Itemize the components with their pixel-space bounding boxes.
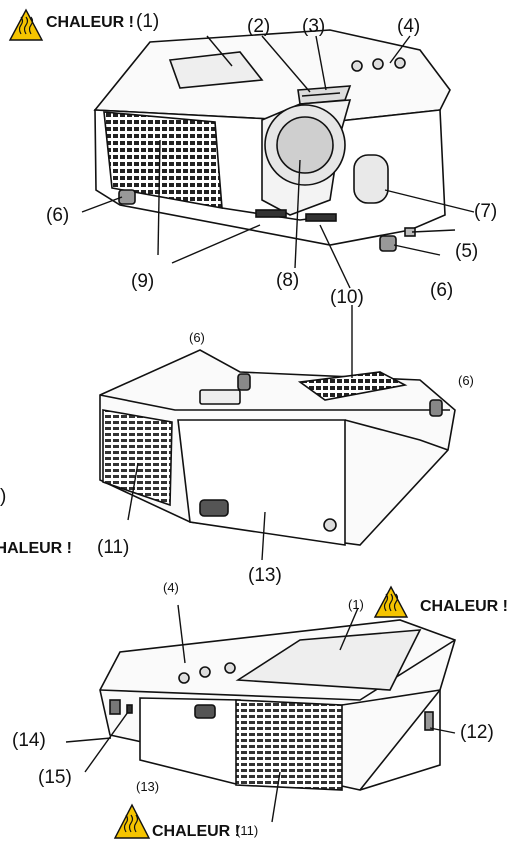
callout-1: (1) (136, 11, 160, 32)
warning-triangle-icon (113, 803, 151, 839)
callout-3: (3) (302, 16, 326, 37)
heat-warning-label: CHALEUR ! (0, 540, 72, 557)
projector-rear-view (99, 619, 456, 791)
heat-warning-label: CHALEUR ! (46, 14, 134, 31)
cut-off-fragment: ) (0, 486, 7, 507)
callout-12: (12) (460, 722, 494, 743)
callout-6: (6) (430, 280, 454, 301)
projector-bottom-view (99, 349, 456, 546)
callout-4: (4) (397, 16, 421, 37)
front-view-leader-lines (81, 35, 475, 289)
callout-2: (2) (247, 16, 271, 37)
callout-7: (7) (474, 201, 498, 222)
warning-triangle-icon (8, 8, 44, 41)
heat-warning-label: CHALEUR ! (152, 823, 240, 840)
callout-11: (11) (236, 823, 259, 838)
warning-triangle-icon (373, 585, 409, 618)
callout-4: (4) (163, 580, 179, 595)
callout-9: (9) (131, 271, 155, 292)
callout-6: (6) (458, 373, 474, 388)
callout-11: (11) (97, 537, 130, 558)
callout-15: (15) (38, 767, 72, 788)
callout-14: (14) (12, 730, 46, 751)
callout-8: (8) (276, 270, 300, 291)
projector-front-view (93, 29, 451, 252)
heat-warning-label: CHALEUR ! (420, 598, 508, 615)
rear-view-leader-lines (65, 604, 456, 823)
callout-13: (13) (136, 779, 160, 794)
bottom-view-leader-lines (127, 305, 353, 561)
callout-13: (13) (248, 565, 282, 586)
callout-6: (6) (189, 330, 205, 345)
callout-5: (5) (455, 241, 479, 262)
callout-10: (10) (330, 287, 364, 308)
callout-1: (1) (348, 597, 364, 612)
callout-6: (6) (46, 205, 70, 226)
